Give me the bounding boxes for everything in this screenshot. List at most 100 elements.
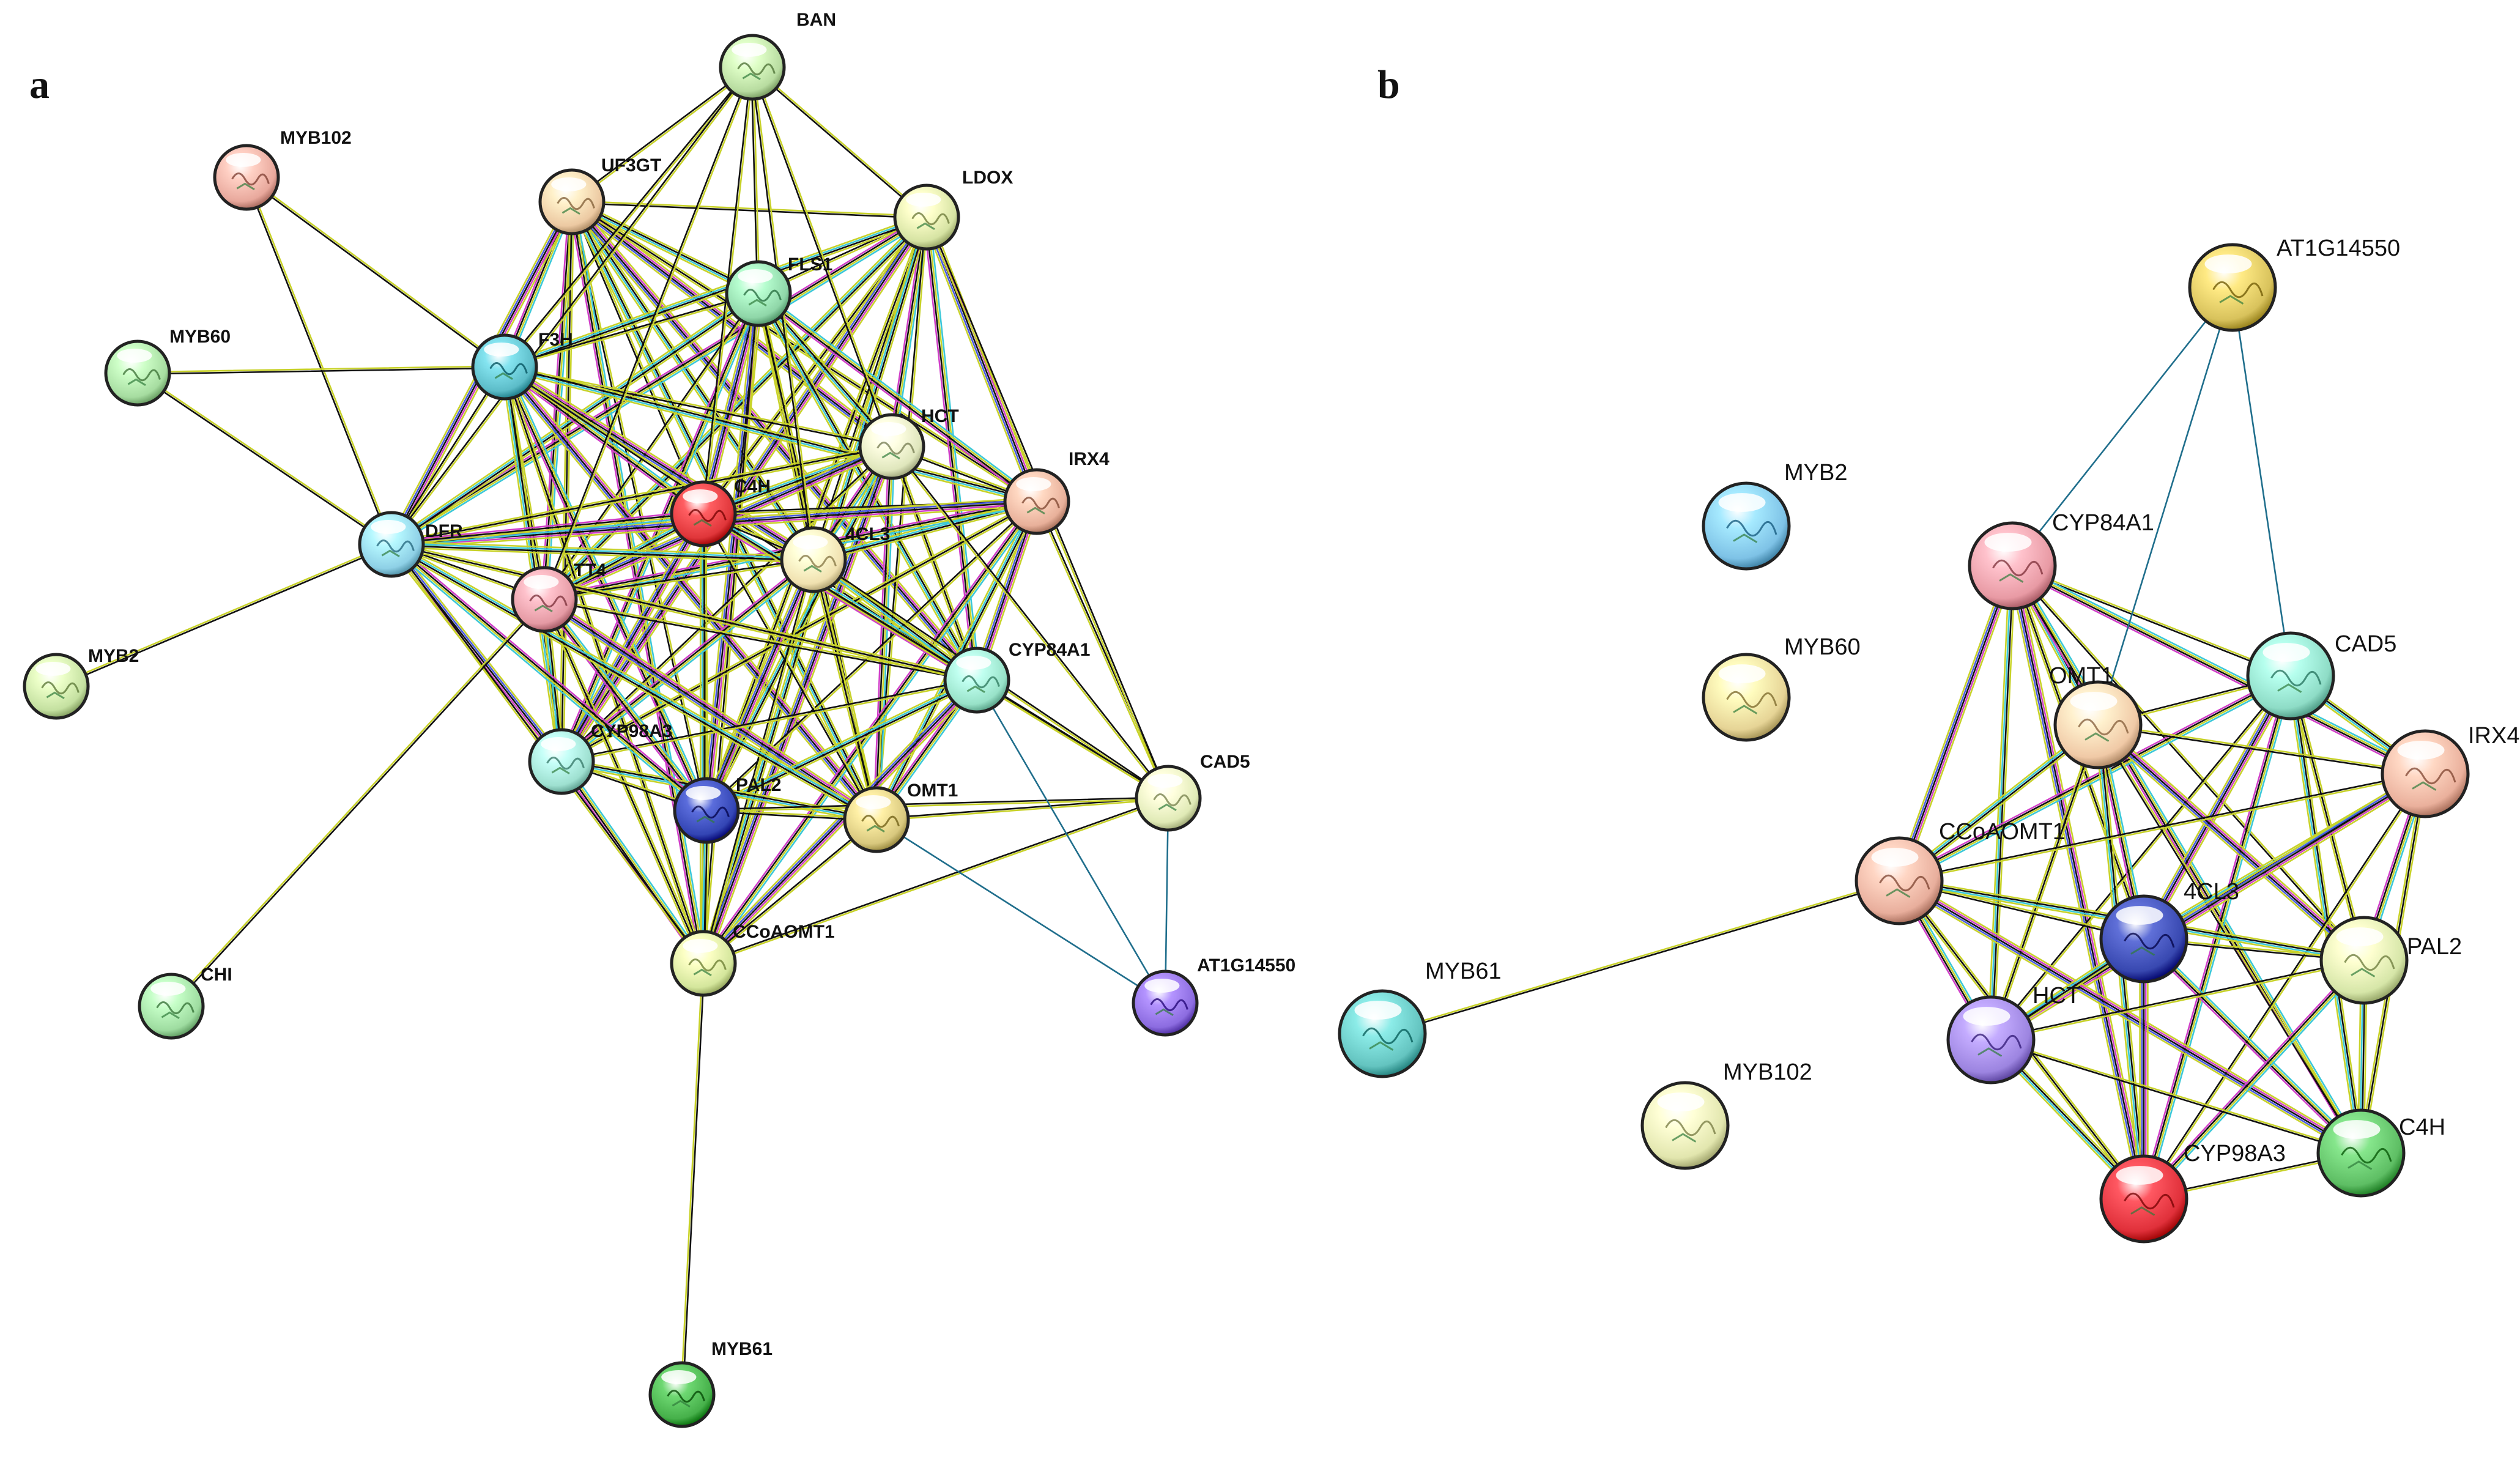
node-gloss <box>906 192 941 207</box>
node-ccoaomt1[interactable]: CCoAOMT1 <box>670 922 835 997</box>
edge-strand <box>1988 723 2097 1040</box>
node-myb61[interactable]: MYB61 <box>1338 958 1502 1078</box>
edge-strand <box>543 599 706 812</box>
edge-strand <box>502 367 876 822</box>
edge-strand <box>2011 286 2234 567</box>
node-tt4[interactable]: TT4 <box>511 560 607 633</box>
node-at1g14550[interactable]: AT1G14550 <box>2188 235 2400 332</box>
node-gloss <box>2204 254 2252 273</box>
node-uf3gt[interactable]: UF3GT <box>538 155 661 235</box>
node-cyp98a3[interactable]: CYP98A3 <box>528 721 672 795</box>
node-cyp84a1[interactable]: CYP84A1 <box>943 640 1090 714</box>
edge-strand <box>504 217 928 369</box>
node-ban[interactable]: BAN <box>719 10 836 101</box>
node-gloss <box>2070 692 2118 711</box>
node-at1g14550[interactable]: AT1G14550 <box>1132 955 1295 1037</box>
node-4cl3[interactable]: 4CL3 <box>2099 879 2239 984</box>
edge-F3H-IRX4 <box>503 363 1039 506</box>
edge-AT1G14550-OMT1 <box>875 818 1166 1004</box>
edge-AT1G14550-CYP84A1 <box>2011 286 2234 567</box>
node-f3h[interactable]: F3H <box>471 330 573 401</box>
node-gloss <box>524 574 559 589</box>
node-pal2[interactable]: PAL2 <box>673 775 781 844</box>
edge-strand <box>171 599 546 1008</box>
node-myb102[interactable]: MYB102 <box>1640 1059 1812 1170</box>
protein-structure-icon <box>2405 767 2456 785</box>
edge-strand <box>136 373 392 546</box>
edge-strand <box>758 292 894 447</box>
node-dfr[interactable]: DFR <box>358 511 463 578</box>
protein-structure-icon <box>2212 281 2264 298</box>
node-label: TT4 <box>574 560 607 580</box>
node-myb2[interactable]: MYB2 <box>1702 460 1847 571</box>
edge-strand <box>2291 674 2367 961</box>
node-pal2[interactable]: PAL2 <box>2319 916 2462 1005</box>
panel-b-letter: b <box>1377 62 1400 107</box>
edge-strand <box>706 501 1039 812</box>
edge-strand <box>391 543 708 811</box>
node-gloss <box>371 519 406 534</box>
node-irx4[interactable]: IRX4 <box>2381 723 2519 818</box>
edge-CYP84A1-PAL2 <box>2010 564 2366 962</box>
node-gloss <box>732 42 767 57</box>
protein-structure-icon <box>161 1011 180 1020</box>
node-hct[interactable]: HCT <box>858 406 959 480</box>
node-myb61[interactable]: MYB61 <box>648 1339 773 1428</box>
edge-strand <box>2094 727 2363 965</box>
edge-strand <box>390 514 705 546</box>
edge-strand <box>1990 724 2099 1041</box>
edge-strand <box>543 598 878 821</box>
protein-structure-icon <box>1733 533 1758 543</box>
edge-IRX4-CYP98A3 <box>560 499 1039 765</box>
edge-IRX4-CYP98A3 <box>2142 772 2427 1201</box>
node-c4h[interactable]: C4H <box>670 476 771 547</box>
node-myb60[interactable]: MYB60 <box>104 327 231 407</box>
node-irx4[interactable]: IRX4 <box>1003 449 1110 535</box>
edge-BAN-HCT <box>750 66 894 448</box>
edge-strand <box>700 445 891 964</box>
edge-4CL3-PAL2 <box>702 557 818 813</box>
edge-strand <box>922 217 1034 504</box>
node-omt1[interactable]: OMT1 <box>843 780 958 853</box>
edge-strand <box>927 216 979 681</box>
edge-strand <box>1898 674 2291 881</box>
node-label: PAL2 <box>736 775 781 795</box>
protein-structure-icon <box>1153 793 1191 807</box>
node-ccoaomt1[interactable]: CCoAOMT1 <box>1855 819 2066 925</box>
node-gloss <box>1147 773 1183 788</box>
node-cyp98a3[interactable]: CYP98A3 <box>2099 1141 2286 1244</box>
edge-strand <box>2012 564 2292 676</box>
node-cad5[interactable]: CAD5 <box>2246 631 2396 721</box>
node-omt1[interactable]: OMT1 <box>2049 663 2143 769</box>
edge-strand <box>705 558 815 812</box>
edge-CYP84A1-PAL2 <box>704 677 979 814</box>
edge-strand <box>704 677 977 809</box>
node-myb2[interactable]: MYB2 <box>23 646 139 720</box>
edge-strand <box>569 202 1037 505</box>
node-myb102[interactable]: MYB102 <box>213 128 352 211</box>
protein-structure-icon <box>1999 573 2024 583</box>
edge-HCT-C4H <box>1990 1038 2362 1155</box>
node-cad5[interactable]: CAD5 <box>1135 752 1250 832</box>
node-c4h[interactable]: C4H <box>2316 1108 2445 1198</box>
edge-strand <box>1164 797 1169 1004</box>
node-ldox[interactable]: LDOX <box>893 168 1013 251</box>
protein-structure-icon <box>672 1400 691 1408</box>
node-gloss <box>683 489 718 503</box>
node-cyp84a1[interactable]: CYP84A1 <box>1968 510 2154 610</box>
edge-strand <box>2142 772 2425 1199</box>
edge-HCT-CYP98A3 <box>560 445 894 763</box>
edge-strand <box>702 679 978 965</box>
edge-IRX4-CCoAOMT1 <box>1898 772 2426 883</box>
node-label: 4CL3 <box>845 524 890 544</box>
edge-strand <box>560 680 978 763</box>
node-hct[interactable]: HCT <box>1946 983 2080 1084</box>
edge-strand <box>2140 674 2289 1199</box>
node-4cl3[interactable]: 4CL3 <box>780 524 890 593</box>
node-chi[interactable]: CHI <box>138 965 232 1040</box>
node-myb60[interactable]: MYB60 <box>1702 634 1861 742</box>
edge-MYB60-DFR <box>136 371 393 546</box>
edge-strand <box>2145 962 2367 1202</box>
node-fls1[interactable]: FLS1 <box>725 254 832 327</box>
node-label: CYP98A3 <box>591 721 672 741</box>
